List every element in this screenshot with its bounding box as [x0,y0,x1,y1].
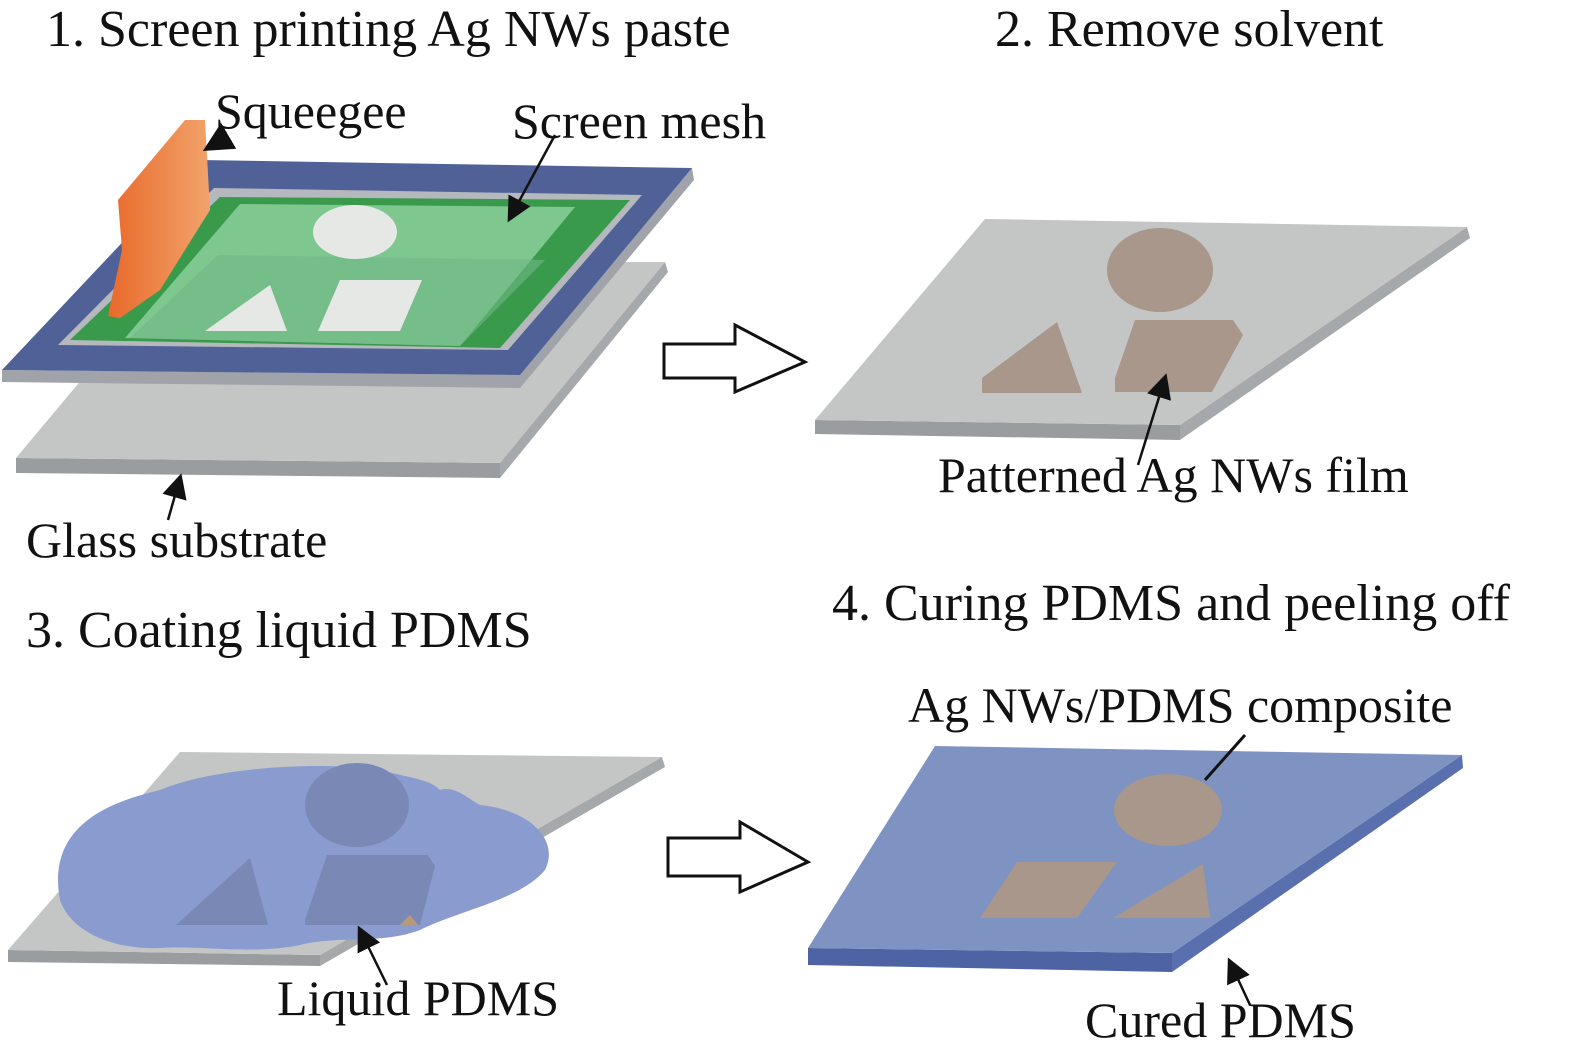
agnw-circle [1107,228,1213,312]
step-2-text: Remove solvent [1047,1,1384,58]
screen-mesh-arrow [507,134,557,223]
cured-pdms-label: Cured PDMS [1085,992,1356,1048]
step-3-title: 3. Coating liquid PDMS [26,605,532,657]
step-3-number: 3. [26,602,65,659]
step-arrow-3-to-4 [666,819,812,895]
step-3-text: Coating liquid PDMS [78,602,532,659]
panel-3-coating-pdms [8,752,665,986]
step-1-number: 1. [46,1,85,58]
agnw-triangle [982,322,1082,393]
composite-circle [1114,774,1222,846]
cured-pdms-arrow [1227,957,1252,1006]
glass-substrate-label: Glass substrate [26,512,328,568]
step-arrow-1-to-2 [662,322,809,395]
squeegee-label: Squeegee [215,83,407,139]
patterned-film-arrow [1136,373,1172,466]
composite-square [980,862,1117,918]
panel-4-curing-peeling [808,734,1463,1006]
screen-mesh [70,197,630,348]
squeegee-blade [108,120,210,318]
liquid-pdms-arrow [357,925,389,986]
pdms-covered-circle [305,763,409,847]
composite-pointer-line [1203,734,1247,781]
panel-1-screen-printing [2,120,694,521]
step-1-title: 1. Screen printing Ag NWs paste [46,4,731,56]
patterned-film-label: Patterned Ag NWs film [938,447,1409,503]
mesh-opening-triangle [205,285,287,331]
panel-2-remove-solvent [815,219,1470,466]
agnw-square [1115,320,1243,392]
step-4-text: Curing PDMS and peeling off [884,575,1510,632]
step-4-title: 4. Curing PDMS and peeling off [832,578,1510,630]
pdms-covered-triangle [176,858,268,925]
composite-triangle [1113,864,1210,918]
cured-pdms-slab [808,746,1462,953]
liquid-pdms-label: Liquid PDMS [277,970,560,1026]
mesh-opening-square [318,280,422,331]
glass-substrate-arrow [162,473,187,521]
squeegee-arrow [202,122,237,152]
mesh-opening-circle [313,205,397,259]
screen-mesh-label: Screen mesh [512,93,767,149]
step-4-number: 4. [832,575,871,632]
pdms-covered-square [305,855,435,925]
step-2-title: 2. Remove solvent [995,4,1384,56]
composite-label: Ag NWs/PDMS composite [908,677,1453,733]
step-2-number: 2. [995,1,1034,58]
liquid-pdms-puddle [58,766,549,950]
step-1-text: Screen printing Ag NWs paste [98,1,731,58]
